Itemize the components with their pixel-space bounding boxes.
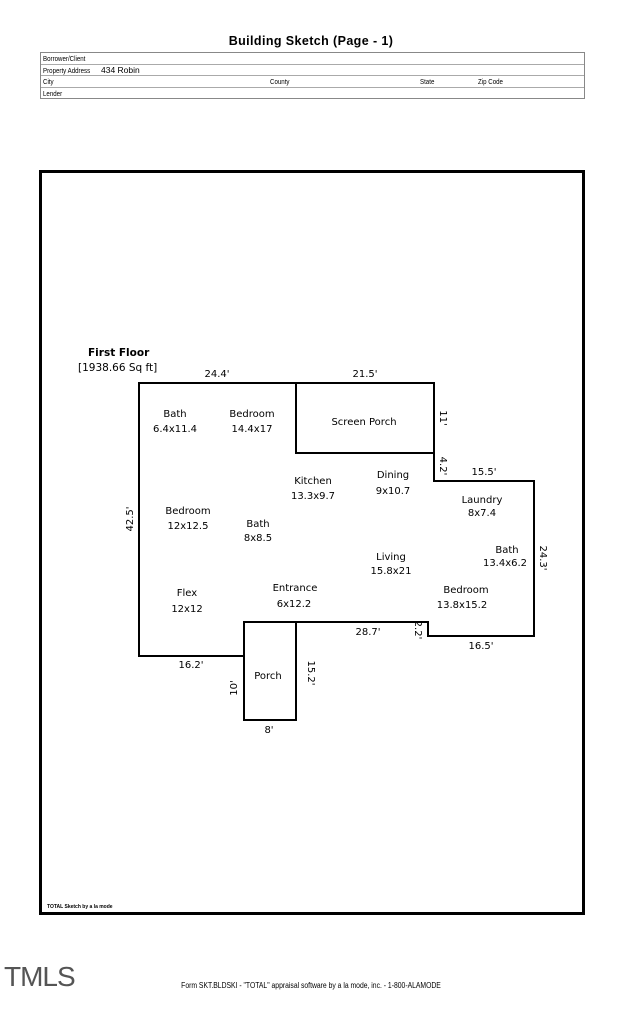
dimension-label: 8' [264, 725, 273, 736]
sketch-credit: TOTAL Sketch by a la mode [47, 904, 113, 910]
property-address-row: Property Address 434 Robin [41, 64, 584, 76]
sketch-frame [39, 170, 585, 915]
room-name: Dining [377, 470, 409, 481]
county-label: County [270, 77, 290, 86]
floor-name: First Floor [88, 347, 150, 359]
dimension-label: 11' [437, 410, 448, 425]
property-info-table: Borrower/Client Property Address 434 Rob… [40, 52, 585, 99]
dimension-label: 4.2' [437, 457, 448, 476]
dimension-label: 21.5' [352, 369, 377, 380]
dimension-label: 24.4' [204, 369, 229, 380]
lender-label: Lender [43, 88, 63, 98]
room-size: 13.3x9.7 [291, 491, 335, 502]
room-name: Bath [163, 409, 186, 420]
dimension-label: 16.2' [178, 660, 203, 671]
room-name: Flex [177, 588, 198, 599]
dimension-label: 2.2' [412, 621, 423, 640]
room-size: 12x12.5 [168, 521, 209, 532]
room-size: 14.4x17 [232, 424, 273, 435]
main-outline [138, 382, 296, 657]
dimension-label: 42.5' [125, 506, 136, 531]
room-name: Bedroom [443, 585, 488, 596]
room-name: Screen Porch [331, 417, 396, 428]
room-size: 8x8.5 [244, 533, 272, 544]
property-address-label: Property Address [43, 65, 91, 75]
room-name: Living [376, 552, 406, 563]
dimension-label: 10' [229, 680, 240, 695]
property-address-value: 434 Robin [101, 64, 140, 75]
dimension-label: 16.5' [468, 641, 493, 652]
city-label: City [43, 77, 54, 86]
room-name: Bath [495, 545, 518, 556]
room-size: 8x7.4 [468, 508, 496, 519]
room-size: 15.8x21 [371, 566, 412, 577]
screen-porch-outline [295, 382, 435, 454]
state-label: State [420, 77, 435, 86]
dimension-label: 15.2' [305, 660, 316, 685]
location-row: City County State Zip Code [41, 76, 584, 88]
room-name: Bedroom [165, 506, 210, 517]
room-name: Bath [246, 519, 269, 530]
tmls-logo: TMLS [4, 961, 76, 992]
room-size: 13.8x15.2 [437, 600, 487, 611]
footer-text: Form SKT.BLDSKI - "TOTAL" appraisal soft… [181, 981, 441, 990]
room-size: 12x12 [171, 604, 202, 615]
lender-row: Lender [41, 88, 584, 100]
dimension-label: 15.5' [471, 467, 496, 478]
room-name: Entrance [273, 583, 318, 594]
dimension-label: 28.7' [355, 627, 380, 638]
room-name: Kitchen [294, 476, 332, 487]
room-size: 6.4x11.4 [153, 424, 197, 435]
room-name: Bedroom [229, 409, 274, 420]
room-size: 13.4x6.2 [483, 558, 527, 569]
room-size: 6x12.2 [277, 599, 312, 610]
page-title: Building Sketch (Page - 1) [228, 34, 394, 48]
borrower-label: Borrower/Client [43, 54, 86, 63]
room-name: Porch [254, 671, 282, 682]
porch-outline [243, 621, 297, 721]
room-name: Laundry [462, 495, 503, 506]
room-size: 9x10.7 [376, 486, 411, 497]
zip-code-label: Zip Code [478, 77, 503, 86]
borrower-row: Borrower/Client [41, 53, 584, 65]
floor-area: [1938.66 Sq ft] [78, 362, 158, 374]
dimension-label: 24.3' [537, 545, 548, 570]
